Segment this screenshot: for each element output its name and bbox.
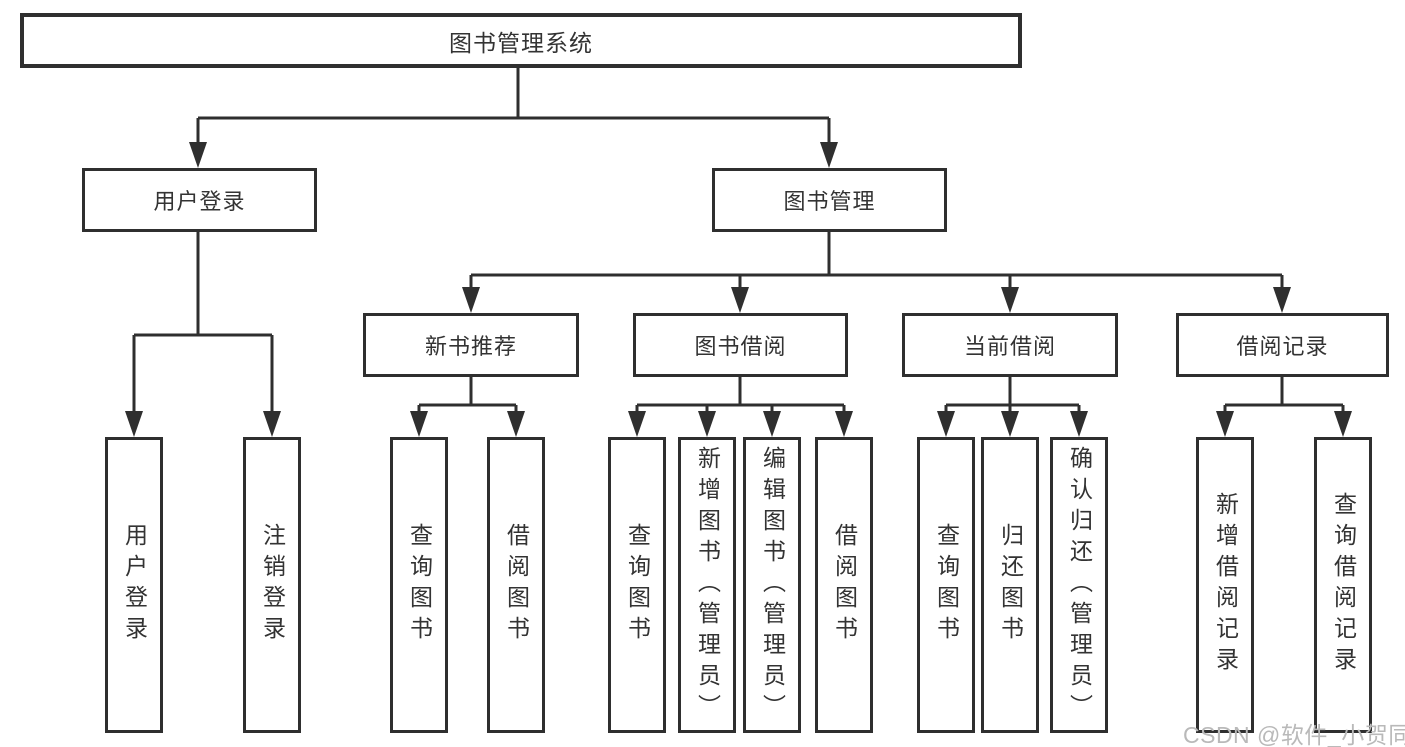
node-label: 图书管理	[783, 189, 876, 214]
leaf-query-books-borrowing: 查询图书	[608, 437, 666, 733]
leaf-add-books-admin: 新增图书（管理员）	[678, 437, 736, 733]
node-current-borrowing: 当前借阅	[902, 313, 1118, 377]
node-label: 新增借阅记录	[1212, 492, 1239, 678]
node-label: 借阅记录	[1236, 334, 1329, 359]
node-label: 查询图书	[624, 523, 651, 647]
arrowheads	[125, 142, 1352, 437]
csdn-watermark: CSDN @软件_小贺同学	[1183, 722, 1405, 747]
leaf-confirm-return-admin: 确认归还（管理员）	[1050, 437, 1108, 733]
node-label: 查询借阅记录	[1330, 492, 1357, 678]
node-label: 借阅图书	[831, 523, 858, 647]
leaf-query-borrow-record: 查询借阅记录	[1314, 437, 1372, 733]
node-book-management: 图书管理	[712, 168, 947, 232]
node-label: 新书推荐	[424, 334, 517, 359]
node-label: 用户登录	[153, 189, 246, 214]
node-book-borrowing: 图书借阅	[633, 313, 848, 377]
leaf-borrow-books-newbooks: 借阅图书	[487, 437, 545, 733]
node-label: 编辑图书（管理员）	[759, 445, 786, 725]
leaf-edit-books-admin: 编辑图书（管理员）	[743, 437, 801, 733]
node-label: 查询图书	[933, 523, 960, 647]
node-label: 借阅图书	[503, 523, 530, 647]
leaf-query-books-current: 查询图书	[917, 437, 975, 733]
leaf-query-books-newbooks: 查询图书	[390, 437, 448, 733]
node-label: 图书管理系统	[449, 29, 593, 56]
node-user-login: 用户登录	[82, 168, 317, 232]
leaf-add-borrow-record: 新增借阅记录	[1196, 437, 1254, 733]
node-label: 当前借阅	[963, 334, 1056, 359]
leaf-logout: 注销登录	[243, 437, 301, 733]
leaf-user-login: 用户登录	[105, 437, 163, 733]
node-label: 查询图书	[406, 523, 433, 647]
leaf-return-books: 归还图书	[981, 437, 1039, 733]
node-label: 归还图书	[997, 523, 1024, 647]
node-label: 注销登录	[259, 523, 286, 647]
node-new-book-recommendation: 新书推荐	[363, 313, 579, 377]
node-library-management-system: 图书管理系统	[20, 13, 1022, 68]
node-label: 新增图书（管理员）	[694, 445, 721, 725]
node-label: 用户登录	[121, 523, 148, 647]
node-label: 确认归还（管理员）	[1066, 445, 1093, 725]
node-label: 图书借阅	[694, 334, 787, 359]
leaf-borrow-books: 借阅图书	[815, 437, 873, 733]
node-borrowing-records: 借阅记录	[1176, 313, 1389, 377]
